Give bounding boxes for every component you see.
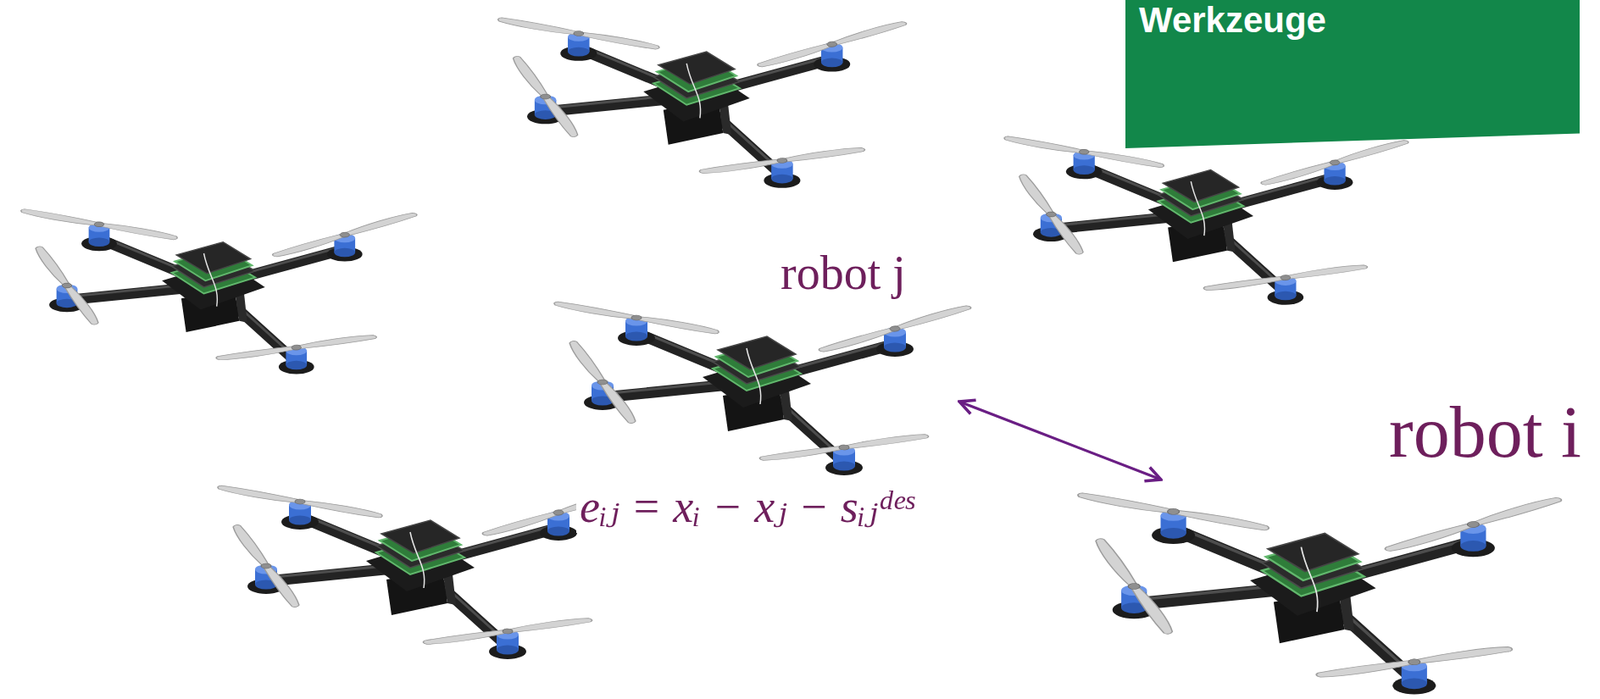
node-label: robot i xyxy=(1388,389,1582,475)
node-label: Werkzeuge xyxy=(1138,0,1327,41)
node-label: robot j xyxy=(780,245,906,300)
quadcopter xyxy=(495,15,910,188)
tab-box: Werkzeuge xyxy=(1125,0,1580,149)
robot-node: robot j xyxy=(762,245,960,407)
quadcopter xyxy=(1002,133,1412,305)
quadcopter xyxy=(551,299,974,476)
formula-label: eᵢⱼ = xᵢ − xⱼ − sᵢⱼᵈᵉˢ xyxy=(576,479,917,534)
quadcopter xyxy=(18,206,420,374)
quadcopter xyxy=(215,483,638,660)
robot-node: robot i xyxy=(1161,389,1585,500)
tab-fill xyxy=(1125,0,1580,149)
quadcopter xyxy=(1075,490,1566,695)
double-arrow xyxy=(959,401,1162,480)
